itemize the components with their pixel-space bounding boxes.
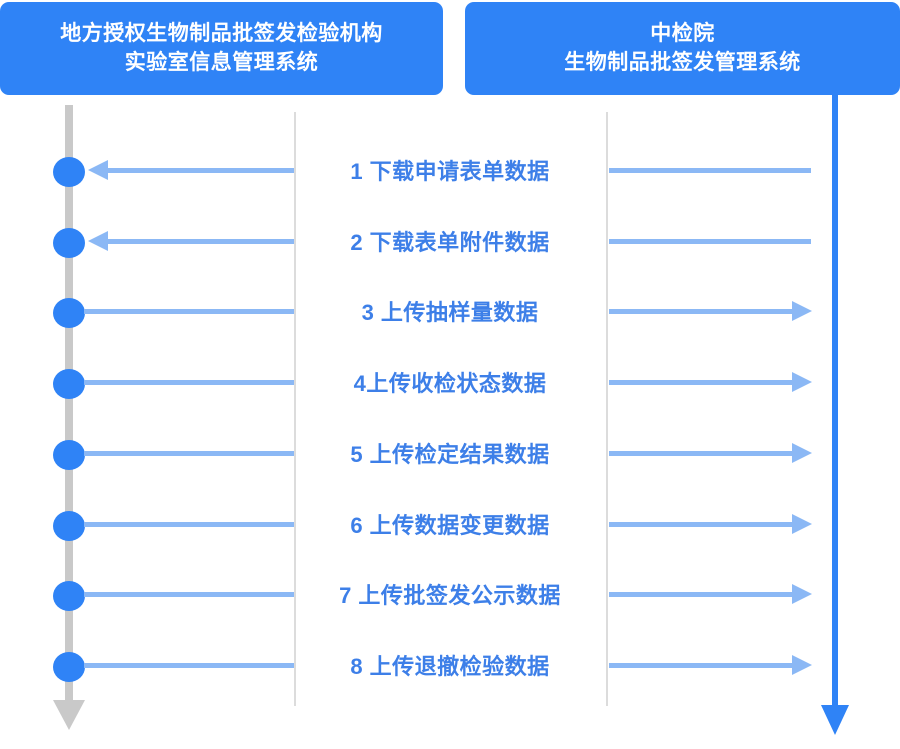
timeline-node-dot bbox=[53, 157, 85, 187]
step-row: 8 上传退撤检验数据 bbox=[0, 645, 900, 685]
header-left-line1: 地方授权生物制品批签发检验机构 bbox=[60, 21, 383, 45]
timeline-node-dot bbox=[53, 369, 85, 399]
timeline-node-dot bbox=[53, 652, 85, 682]
nifdc-lifeline bbox=[832, 60, 838, 710]
connector-line-left bbox=[84, 592, 294, 597]
step-row: 7 上传批签发公示数据 bbox=[0, 574, 900, 614]
step-label: 7 上传批签发公示数据 bbox=[339, 583, 561, 608]
header-box-local-system: 地方授权生物制品批签发检验机构 实验室信息管理系统 bbox=[0, 2, 443, 95]
arrow-right-icon bbox=[792, 514, 812, 534]
arrow-left-icon bbox=[88, 231, 108, 251]
connector-line-right bbox=[609, 663, 794, 668]
connector-line-left bbox=[84, 663, 294, 668]
timeline-node-dot bbox=[53, 511, 85, 541]
arrow-right-icon bbox=[792, 584, 812, 604]
header-left-line2: 实验室信息管理系统 bbox=[124, 50, 319, 74]
step-label: 3 上传抽样量数据 bbox=[361, 300, 539, 325]
connector-line-right bbox=[609, 309, 794, 314]
arrow-right-icon bbox=[792, 443, 812, 463]
step-label: 5 上传检定结果数据 bbox=[350, 442, 550, 467]
column-separator-left bbox=[294, 112, 296, 706]
header-box-nifdc-system: 中检院 生物制品批签发管理系统 bbox=[465, 2, 900, 95]
connector-line-left bbox=[84, 380, 294, 385]
arrow-down-icon-left bbox=[53, 700, 85, 730]
step-row: 1 下载申请表单数据 bbox=[0, 150, 900, 190]
step-label: 4上传收检状态数据 bbox=[353, 371, 547, 396]
step-label: 2 下载表单附件数据 bbox=[350, 230, 550, 255]
column-separator-right bbox=[606, 112, 608, 706]
connector-line-left bbox=[84, 309, 294, 314]
arrow-left-icon bbox=[88, 160, 108, 180]
timeline-node-dot bbox=[53, 298, 85, 328]
arrow-right-icon bbox=[792, 301, 812, 321]
step-row: 2 下载表单附件数据 bbox=[0, 221, 900, 261]
header-right-line1: 中检院 bbox=[650, 21, 715, 45]
connector-line-right bbox=[609, 380, 794, 385]
step-label: 1 下载申请表单数据 bbox=[350, 159, 550, 184]
arrow-right-icon bbox=[792, 655, 812, 675]
connector-line-left bbox=[84, 522, 294, 527]
connector-line-right bbox=[609, 451, 794, 456]
connector-line-right bbox=[609, 239, 811, 244]
timeline-node-dot bbox=[53, 228, 85, 258]
step-row: 3 上传抽样量数据 bbox=[0, 291, 900, 331]
header-right-line2: 生物制品批签发管理系统 bbox=[564, 50, 801, 74]
arrow-down-icon-right bbox=[821, 705, 849, 735]
connector-line-left bbox=[84, 451, 294, 456]
step-label: 6 上传数据变更数据 bbox=[350, 513, 550, 538]
step-row: 5 上传检定结果数据 bbox=[0, 433, 900, 473]
step-row: 6 上传数据变更数据 bbox=[0, 504, 900, 544]
step-label: 8 上传退撤检验数据 bbox=[350, 654, 550, 679]
local-lims-lifeline bbox=[65, 105, 73, 705]
connector-line-right bbox=[609, 522, 794, 527]
connector-line-left bbox=[106, 168, 294, 173]
timeline-node-dot bbox=[53, 581, 85, 611]
connector-line-right bbox=[609, 168, 811, 173]
timeline-node-dot bbox=[53, 440, 85, 470]
connector-line-left bbox=[106, 239, 294, 244]
step-row: 4上传收检状态数据 bbox=[0, 362, 900, 402]
arrow-right-icon bbox=[792, 372, 812, 392]
connector-line-right bbox=[609, 592, 794, 597]
